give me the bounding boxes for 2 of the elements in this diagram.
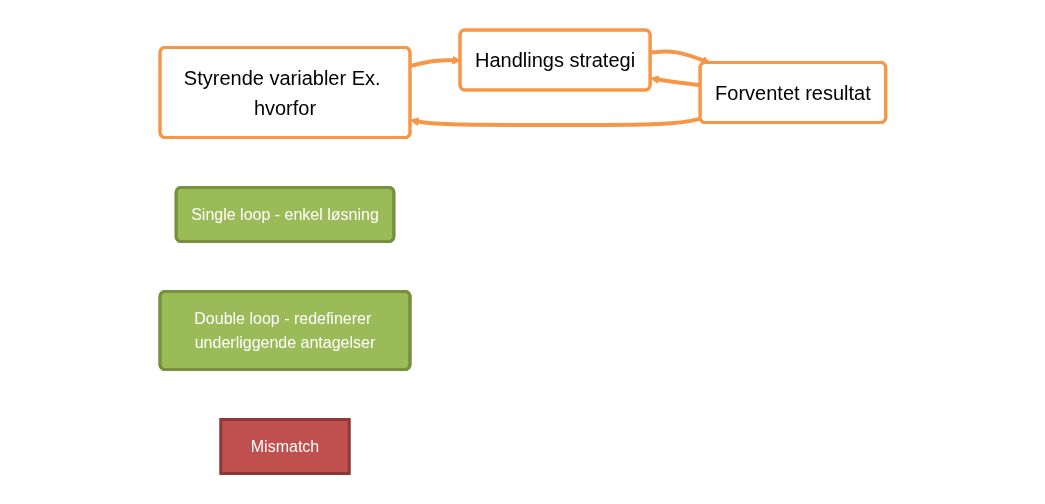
node-box: Mismatch bbox=[218, 418, 351, 476]
arrow bbox=[409, 116, 701, 128]
